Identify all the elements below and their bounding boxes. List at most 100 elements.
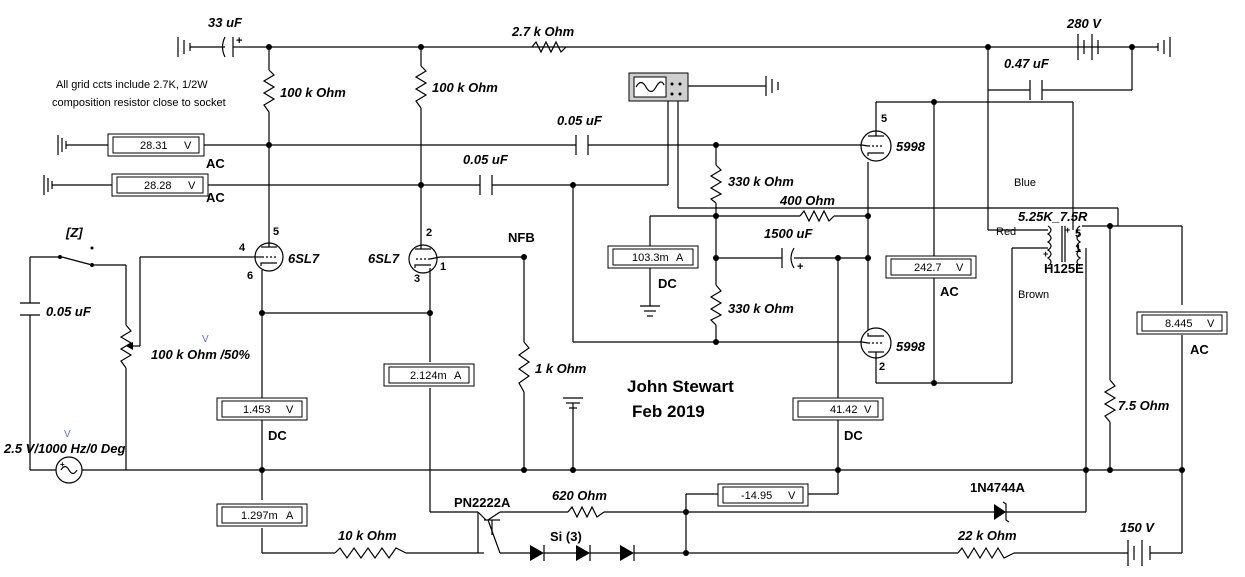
label-33uf: 33 uF	[208, 15, 243, 30]
label-1k: 1 k Ohm	[535, 361, 587, 376]
pin-number: 5	[1075, 228, 1081, 240]
resistor-2k7-icon	[531, 40, 567, 54]
meter-m1-mode: AC	[206, 156, 225, 171]
label-005uf-b: 0.05 uF	[463, 152, 509, 167]
diode-si-3-icon	[620, 545, 635, 561]
wires	[29, 46, 1183, 554]
label-wire-blue: Blue	[1014, 177, 1036, 189]
meter-unit: A	[286, 510, 294, 522]
meter-m7-mode: DC	[268, 428, 287, 443]
label-pot: 100 k Ohm /50%	[151, 347, 250, 362]
label-nfb: NFB	[508, 230, 535, 245]
meter-value: 242.7	[914, 262, 942, 274]
transformer-plus: +	[1043, 249, 1048, 259]
meter-m1: 28.31 V	[107, 133, 205, 157]
meter-m6: 2.124m A	[383, 363, 475, 387]
label-switch: [Z]	[65, 225, 83, 240]
junction-dots	[259, 44, 1185, 556]
cap-plus-marker: +	[236, 35, 242, 47]
meter-m2-mode: AC	[206, 190, 225, 205]
resistor-7p5-icon	[1103, 379, 1117, 423]
tube-5998-b-icon	[860, 327, 892, 359]
label-005uf-c: 0.05 uF	[46, 304, 92, 319]
ground-top-right-icon	[1157, 37, 1171, 57]
resistor-22k-icon	[957, 546, 1015, 560]
capacitor-33uf-icon: +	[221, 35, 244, 58]
author-name: John Stewart	[627, 377, 734, 396]
pin-number: 3	[414, 273, 420, 285]
cap-plus-marker: +	[797, 261, 803, 273]
diode-si-1-icon	[530, 545, 545, 561]
author-date: Feb 2019	[632, 402, 705, 421]
ground-input1-icon	[57, 135, 67, 155]
label-7p5: 7.5 Ohm	[1118, 398, 1170, 413]
resistor-100k-a-icon	[262, 69, 276, 113]
meter-m3-mode: DC	[658, 276, 677, 291]
meter-value: 103.3m	[632, 252, 669, 264]
meter-unit: V	[956, 262, 964, 274]
pin-number: 1	[440, 261, 446, 273]
svg-text:+: +	[60, 460, 65, 469]
meter-unit: V	[286, 404, 294, 416]
resistor-400-icon	[799, 209, 835, 223]
pin-number: 5	[273, 226, 279, 238]
resistor-10k-icon	[334, 546, 407, 560]
meter-m9: 1.297m A	[216, 503, 308, 527]
label-2k7: 2.7 k Ohm	[511, 24, 575, 39]
voltage-probe-marker: V	[202, 334, 209, 345]
tube-6sl7-a-icon	[252, 242, 284, 272]
label-transformer-part: H125E	[1044, 261, 1084, 276]
pin-number: 5	[881, 113, 887, 125]
transformer-icon	[1046, 225, 1082, 267]
resistor-1k-icon	[517, 341, 531, 393]
resistor-330k-a-icon	[709, 164, 723, 204]
battery-280v-icon	[1077, 34, 1099, 60]
meter-value: 41.42	[830, 404, 858, 416]
label-005uf-a: 0.05 uF	[557, 113, 603, 128]
resistor-100k-b-icon	[414, 65, 428, 109]
meter-m4-mode: AC	[940, 284, 959, 299]
meter-unit: A	[676, 252, 684, 264]
meter-m5-mode: AC	[1190, 342, 1209, 357]
label-transistor: PN2222A	[454, 495, 511, 510]
transistor-npn-icon	[477, 511, 501, 554]
label-tube-5998-a: 5998	[896, 139, 926, 154]
meter-value: 28.28	[144, 180, 172, 192]
label-tube-5998-b: 5998	[896, 339, 926, 354]
tube-5998-a-icon	[860, 130, 892, 162]
label-1500uf: 1500 uF	[764, 226, 813, 241]
zener-diode-icon	[994, 501, 1010, 523]
pin-number: 4	[239, 242, 246, 254]
voltage-probe-marker: V	[64, 429, 71, 440]
meter-unit: A	[454, 370, 462, 382]
capacitor-005uf-b-icon	[479, 175, 493, 195]
capacitor-047uf-icon	[1029, 80, 1043, 100]
ground-center-icon	[563, 397, 583, 409]
diode-si-2-icon	[576, 545, 591, 561]
ground-ammeter-icon	[640, 300, 660, 317]
meter-m4: 242.7 V	[885, 255, 977, 279]
pin-number: 6	[247, 270, 253, 282]
ac-source-icon: +	[55, 456, 83, 484]
label-047uf: 0.47 uF	[1004, 56, 1050, 71]
transformer-plus: +	[1065, 225, 1070, 235]
meter-m10: -14.95 V	[717, 483, 809, 507]
label-330k-a: 330 k Ohm	[728, 174, 794, 189]
meter-m8: 41.42 V	[792, 397, 884, 421]
label-330k-b: 330 k Ohm	[728, 301, 794, 316]
note-line-2: composition resistor close to socket	[52, 97, 226, 109]
label-10k: 10 k Ohm	[338, 528, 397, 543]
meter-unit: V	[1207, 318, 1215, 330]
ground-top-left-icon	[177, 37, 191, 57]
capacitor-1500uf-icon: +	[781, 247, 803, 273]
label-wire-brown: Brown	[1018, 289, 1049, 301]
meter-m5: 8.445 V	[1136, 311, 1228, 335]
meter-m2: 28.28 V	[111, 173, 209, 197]
potentiometer-icon	[119, 324, 134, 369]
label-zener: 1N4744A	[970, 480, 1026, 495]
capacitor-005uf-c-icon	[20, 302, 40, 316]
ground-scope-icon	[765, 76, 779, 96]
meter-m8-mode: DC	[844, 428, 863, 443]
meter-value: 28.31	[140, 140, 168, 152]
